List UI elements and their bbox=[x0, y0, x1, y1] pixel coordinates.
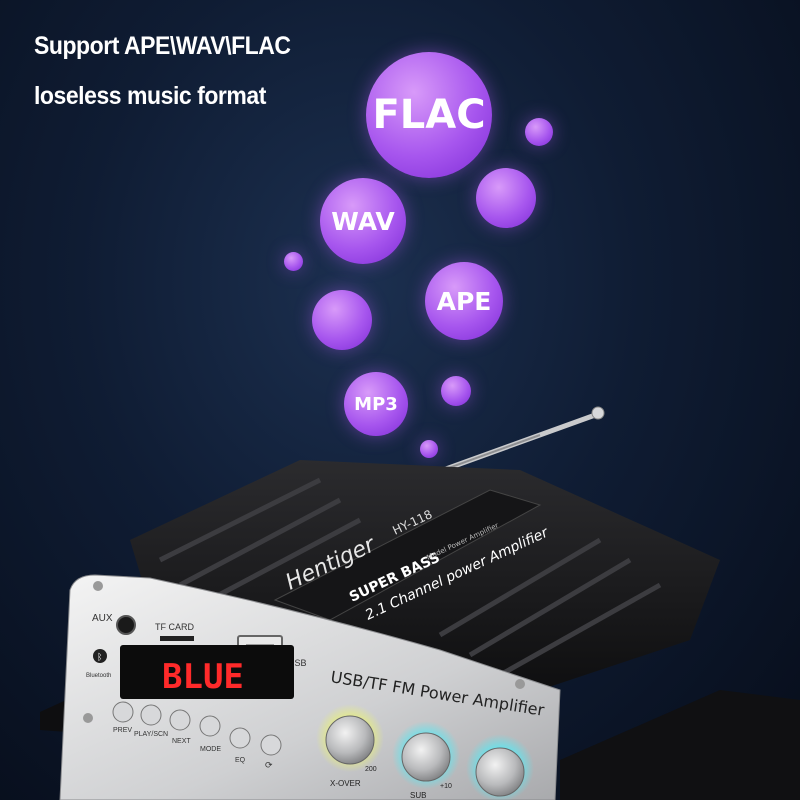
small-bubble bbox=[312, 290, 372, 350]
aux-label: AUX bbox=[92, 613, 113, 624]
bluetooth-icon bbox=[93, 649, 107, 663]
small-bubble bbox=[441, 376, 471, 406]
sub-knob[interactable] bbox=[401, 732, 451, 782]
small-bubble bbox=[420, 440, 438, 458]
volume-knob[interactable] bbox=[475, 747, 525, 797]
xover-label: X-OVER bbox=[330, 779, 361, 788]
prev-button[interactable] bbox=[112, 701, 134, 723]
eq-button[interactable] bbox=[229, 727, 251, 749]
repeat-icon: ⟳ bbox=[265, 761, 273, 771]
play-scan-button[interactable] bbox=[140, 704, 162, 726]
ape-bubble: APE bbox=[425, 262, 503, 340]
bluetooth-label: Bluetooth bbox=[86, 673, 111, 679]
mp3-bubble: MP3 bbox=[344, 372, 408, 436]
mode-label: MODE bbox=[200, 746, 221, 753]
small-bubble bbox=[284, 252, 303, 271]
mp3-label: MP3 bbox=[354, 393, 398, 415]
small-bubble bbox=[525, 118, 553, 146]
aux-jack[interactable] bbox=[116, 615, 136, 635]
wav-bubble: WAV bbox=[320, 178, 406, 264]
flac-label: FLAC bbox=[372, 92, 486, 138]
usb-label: USB bbox=[288, 658, 307, 668]
headline-line-1: Support APE\WAV\FLAC bbox=[34, 32, 291, 60]
repeat-button[interactable] bbox=[260, 734, 282, 756]
display-text: BLUE bbox=[162, 657, 244, 697]
eq-label: EQ bbox=[235, 757, 246, 764]
led-display bbox=[120, 645, 294, 699]
xover-knob[interactable] bbox=[325, 715, 375, 765]
flac-bubble: FLAC bbox=[366, 52, 492, 178]
next-button[interactable] bbox=[169, 709, 191, 731]
tf-card-label: TF CARD bbox=[155, 622, 194, 632]
small-bubble bbox=[476, 168, 536, 228]
svg-text:ᛒ: ᛒ bbox=[97, 652, 102, 663]
sub-value: +10 bbox=[440, 783, 452, 790]
ape-label: APE bbox=[436, 286, 492, 316]
tf-card-slot[interactable] bbox=[160, 636, 194, 641]
control-buttons bbox=[112, 701, 282, 756]
wav-label: WAV bbox=[331, 206, 395, 236]
headline-line-2: loseless music format bbox=[34, 82, 266, 110]
mode-button[interactable] bbox=[199, 715, 221, 737]
xover-value: 200 bbox=[365, 766, 377, 773]
next-label: NEXT bbox=[172, 738, 191, 745]
play-scan-label: PLAY/SCN bbox=[134, 731, 168, 738]
sub-label: SUB bbox=[410, 791, 426, 800]
prev-label: PREV bbox=[113, 727, 132, 734]
